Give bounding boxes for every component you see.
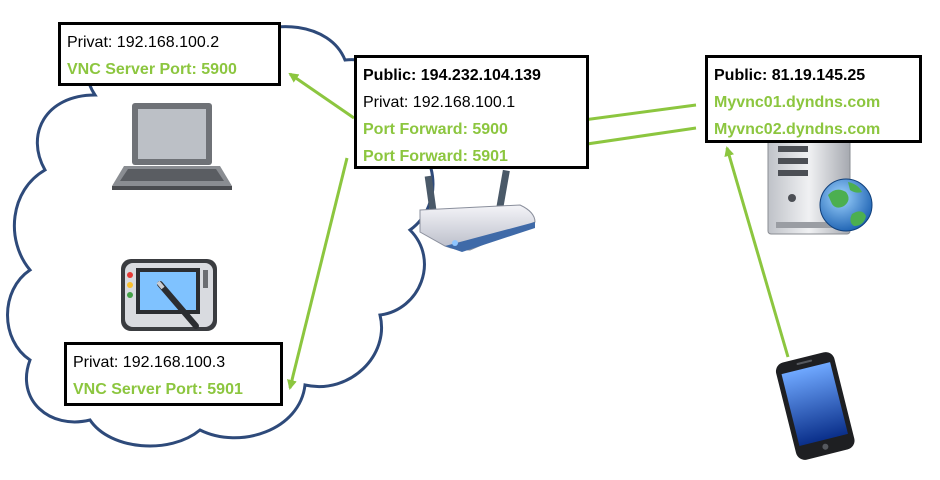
server-public-ip: Public: 81.19.145.25 (714, 67, 866, 84)
router-address-box: Public: 194.232.104.139 Privat: 192.168.… (354, 55, 589, 169)
router-public-ip: Public: 194.232.104.139 (363, 67, 541, 84)
cloud-icon (6, 25, 435, 448)
arrow-phone-to-server (724, 146, 790, 358)
laptop-address-box: Privat: 192.168.100.2 VNC Server Port: 5… (58, 22, 281, 86)
laptop-private-ip: Privat: 192.168.100.2 (67, 34, 220, 51)
laptop-icon (112, 103, 232, 190)
laptop-vnc-port: VNC Server Port: 5900 (67, 61, 237, 78)
tablet-icon (121, 259, 217, 331)
router-icon (419, 169, 536, 252)
router-port-forward-5901: Port Forward: 5901 (363, 148, 508, 165)
smartphone-icon (775, 352, 855, 460)
router-port-forward-5900: Port Forward: 5900 (363, 121, 508, 138)
server-dns-2: Myvnc02.dyndns.com (714, 121, 881, 138)
server-address-box: Public: 81.19.145.25 Myvnc01.dyndns.com … (705, 55, 922, 143)
arrow-router-to-laptop (288, 72, 355, 120)
tablet-private-ip: Privat: 192.168.100.3 (73, 354, 226, 371)
arrow-router-to-tablet (287, 157, 349, 390)
server-dns-1: Myvnc01.dyndns.com (714, 94, 881, 111)
globe-icon (819, 178, 873, 232)
tablet-address-box: Privat: 192.168.100.3 VNC Server Port: 5… (64, 342, 283, 406)
tablet-vnc-port: VNC Server Port: 5901 (73, 381, 243, 398)
router-private-ip: Privat: 192.168.100.1 (363, 94, 516, 111)
